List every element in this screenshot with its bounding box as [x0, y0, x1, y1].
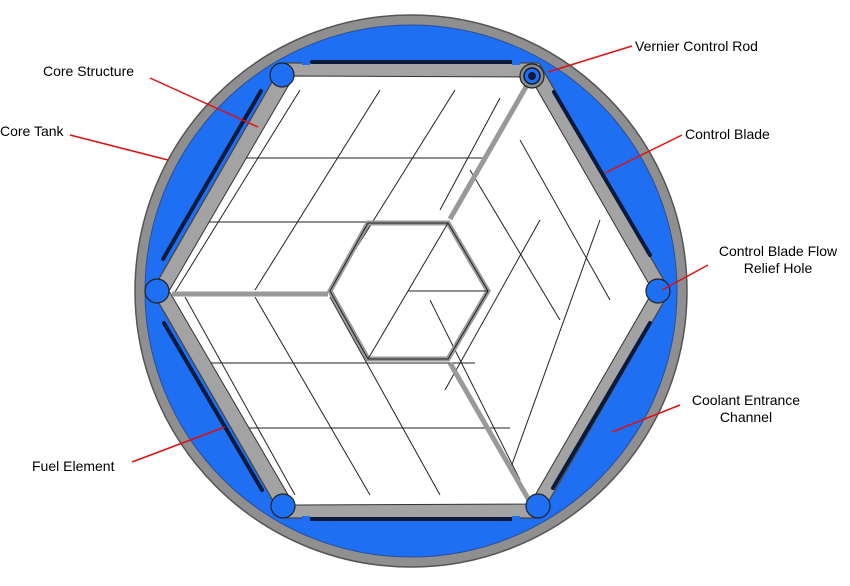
- flow-relief-holes: [144, 62, 671, 519]
- leader-fuel-element: [131, 426, 226, 463]
- leader-control-blade: [604, 134, 683, 174]
- label-vernier-control-rod: Vernier Control Rod: [635, 38, 758, 54]
- label-control-blade: Control Blade: [685, 126, 770, 142]
- vernier-control-rod: [519, 63, 545, 89]
- leader-core-structure: [149, 77, 259, 128]
- label-coolant-entrance-channel: Coolant Entrance Channel: [691, 392, 801, 425]
- leader-coolant-entrance: [611, 404, 681, 433]
- label-core-tank: Core Tank: [0, 123, 64, 139]
- label-control-blade-flow-relief-hole: Control Blade Flow Relief Hole: [718, 243, 838, 276]
- leader-core-tank: [69, 134, 169, 161]
- leader-vernier-control-rod: [547, 45, 633, 73]
- control-blades: [161, 60, 652, 521]
- label-fuel-element: Fuel Element: [32, 458, 115, 474]
- label-core-structure: Core Structure: [43, 63, 135, 79]
- leader-flow-relief-hole: [661, 264, 709, 291]
- leader-lines: [69, 45, 709, 463]
- control-blade-caps: [302, 59, 520, 522]
- central-hexagon-lines: [329, 222, 489, 360]
